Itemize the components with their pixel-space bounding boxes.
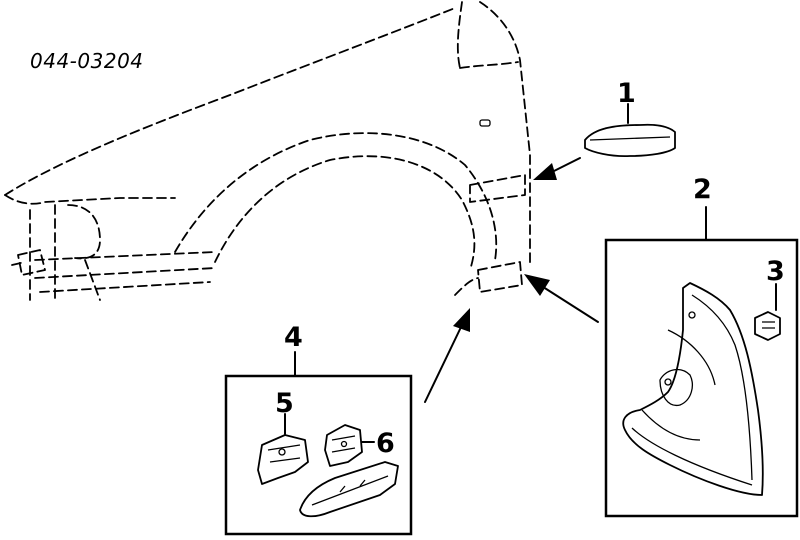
part-code-label: 044-03204	[30, 49, 144, 73]
arrow-to-fender-front	[424, 308, 470, 403]
arrow-to-marker	[533, 157, 581, 180]
bracket-5	[257, 413, 309, 485]
callout-1: 1	[617, 78, 636, 109]
side-marker-lamp	[584, 103, 676, 158]
bracket-box	[224, 374, 413, 536]
callout-3: 3	[766, 256, 785, 287]
clip-part	[754, 283, 781, 341]
callout-5: 5	[275, 388, 294, 419]
callout-2: 2	[693, 174, 712, 205]
arrow-to-fender-rear	[524, 274, 599, 323]
mud-guard-box	[604, 238, 799, 518]
bracket-6	[324, 424, 375, 467]
callout-4: 4	[284, 322, 303, 353]
callout-6: 6	[376, 428, 395, 459]
sill-trim	[299, 461, 399, 518]
mud-guard	[622, 282, 764, 496]
fender-outline	[4, 1, 531, 301]
